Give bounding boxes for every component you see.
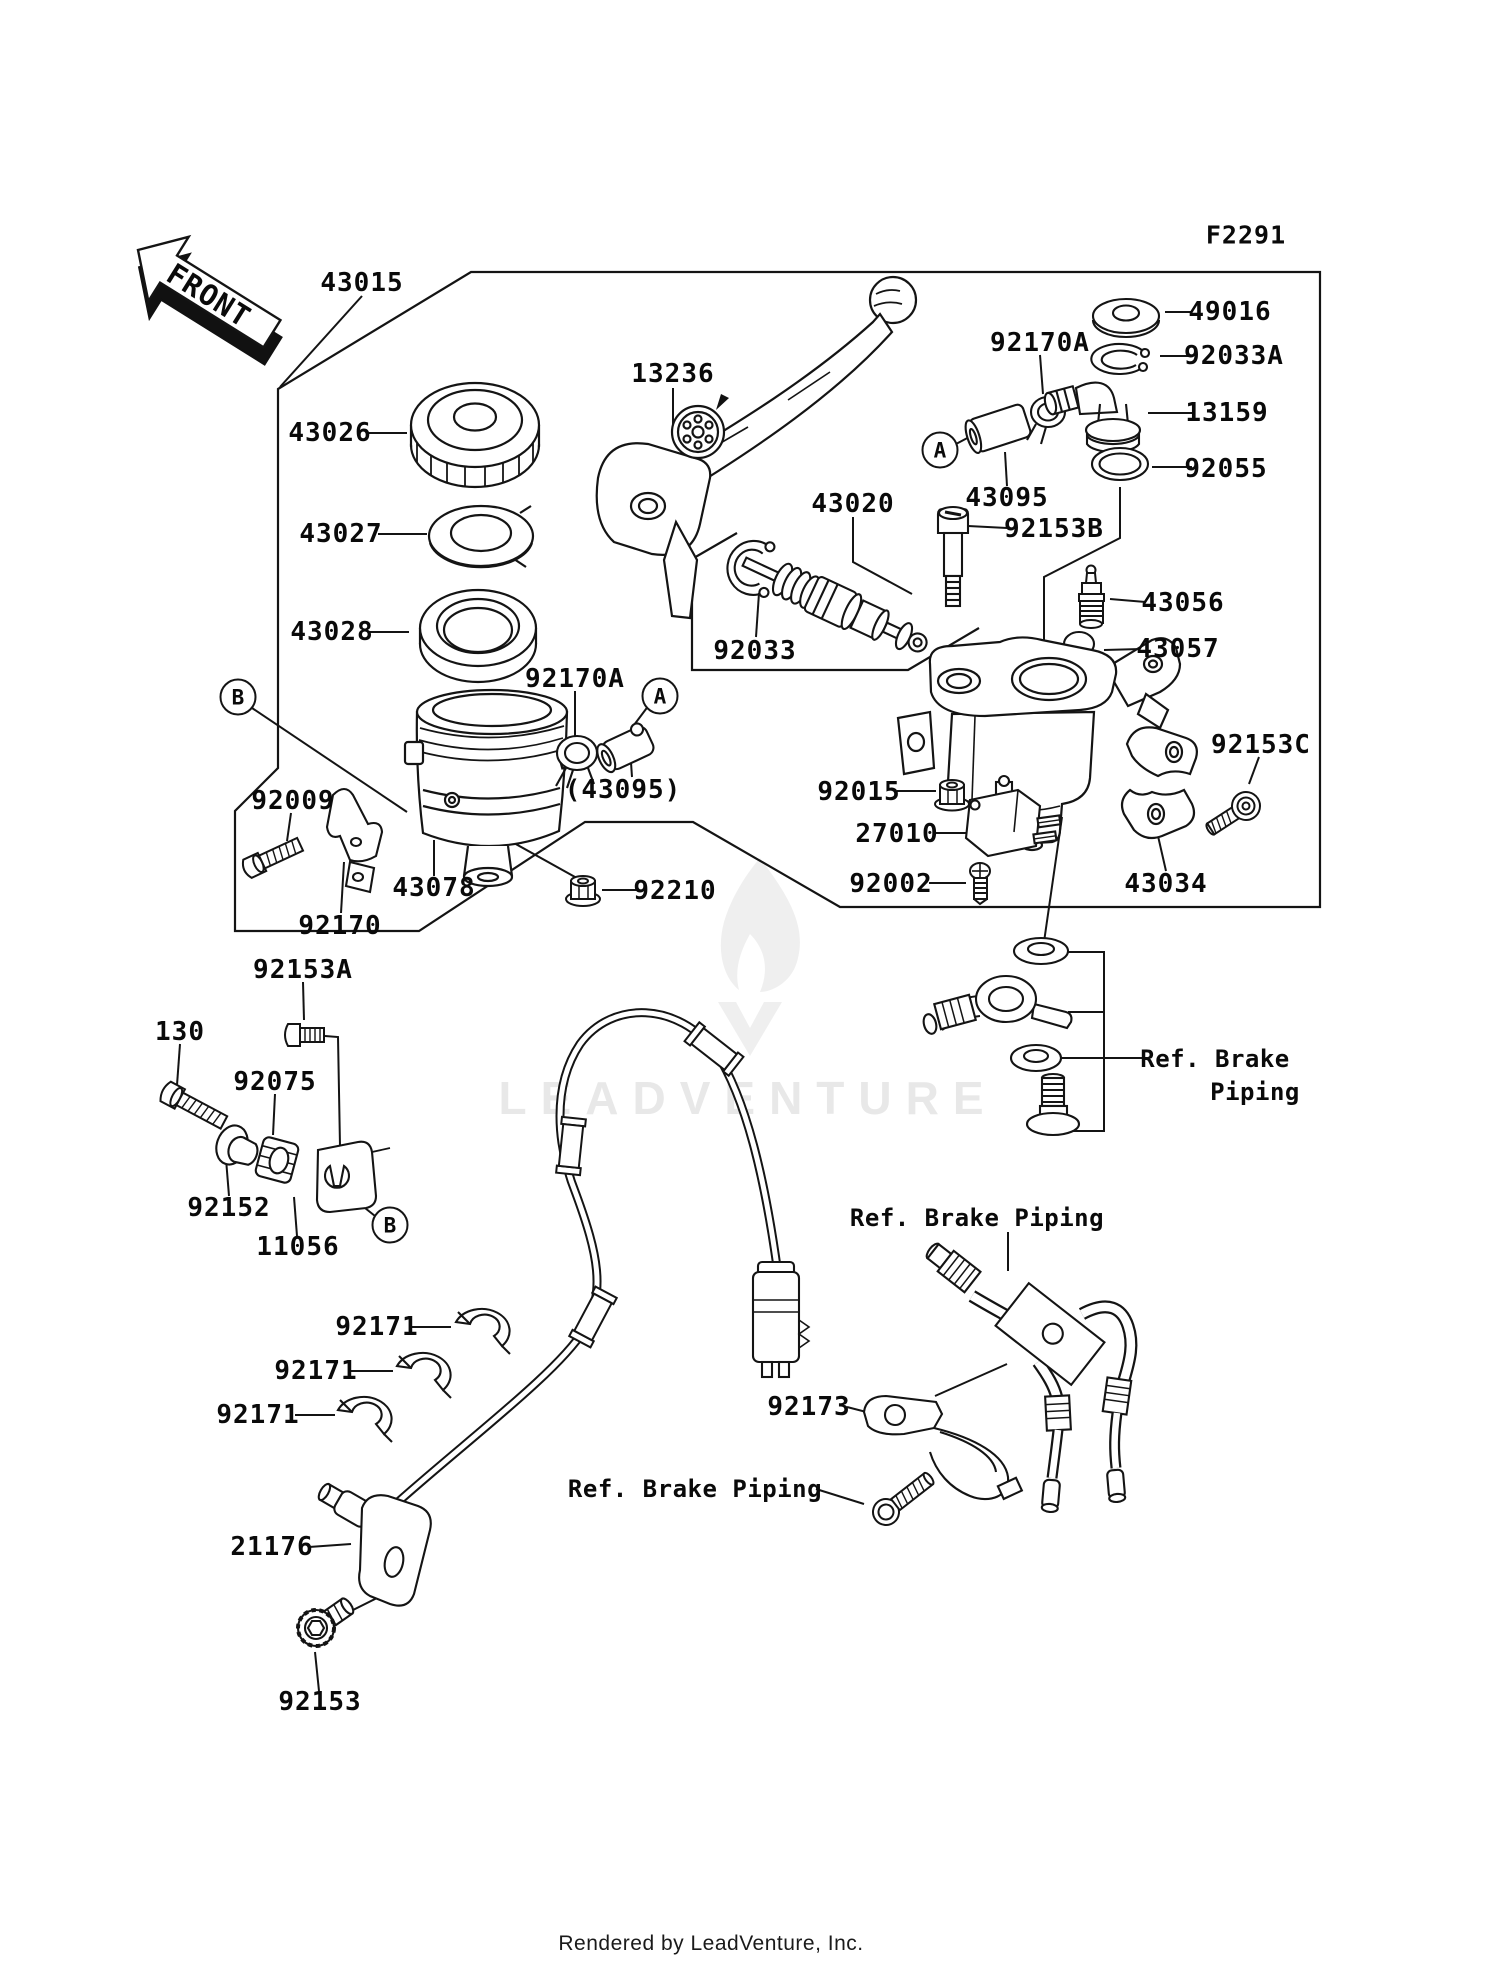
callout-43056[interactable]: 43056 [1141, 588, 1225, 618]
bracket-11056-drawing [315, 1140, 391, 1214]
callout-43095-paren[interactable]: (43095) [564, 775, 682, 805]
callout-49016[interactable]: 49016 [1188, 297, 1272, 327]
sensor-connector-drawing [751, 1260, 811, 1379]
callout-43027[interactable]: 43027 [299, 519, 383, 549]
callout-92153c[interactable]: 92153C [1211, 730, 1311, 760]
screw-92153a-drawing [284, 1023, 325, 1047]
circlip-92033a-drawing [1090, 342, 1151, 376]
figure-code: F2291 [1205, 220, 1287, 250]
callout-92153b[interactable]: 92153B [1004, 514, 1104, 544]
callout-43020[interactable]: 43020 [811, 489, 895, 519]
callout-92153a[interactable]: 92153A [253, 955, 353, 985]
washer-49016-drawing [1091, 297, 1161, 339]
bleeder-valve-43056-drawing [1078, 564, 1105, 629]
speed-sensor-cable-drawing [395, 1008, 783, 1506]
callout-92015[interactable]: 92015 [817, 777, 901, 807]
callout-21176[interactable]: 21176 [230, 1532, 314, 1562]
clamp-43034-drawing [1120, 726, 1198, 840]
piping-clamp-92173-drawing [862, 1394, 1024, 1501]
callout-92171-1[interactable]: 92171 [335, 1312, 419, 1342]
callout-43028[interactable]: 43028 [290, 617, 374, 647]
callout-92009[interactable]: 92009 [251, 786, 335, 816]
callout-43015[interactable]: 43015 [320, 268, 404, 298]
callout-92153[interactable]: 92153 [278, 1687, 362, 1717]
callout-43057[interactable]: 43057 [1136, 634, 1220, 664]
callout-92033[interactable]: 92033 [713, 636, 797, 666]
circlip-92033-drawing [726, 539, 776, 598]
callout-92171-3[interactable]: 92171 [216, 1400, 300, 1430]
view-ref-b-circle-top: B [219, 678, 257, 716]
callout-ref-brake-piping-line1[interactable]: Ref. Brake [1140, 1045, 1290, 1073]
bolt-130-drawing [159, 1080, 229, 1130]
cable-clamps-92171-drawing [336, 1307, 511, 1443]
callout-43034[interactable]: 43034 [1124, 869, 1208, 899]
callout-92002[interactable]: 92002 [849, 869, 933, 899]
callout-ref-brake-piping-line2[interactable]: Piping [1210, 1078, 1300, 1106]
callout-92210[interactable]: 92210 [633, 876, 717, 906]
switch-screw-92002-drawing [969, 862, 991, 906]
washer-92152-drawing [215, 1124, 259, 1166]
callout-27010[interactable]: 27010 [855, 819, 939, 849]
brake-piping-assembly-drawing [925, 1242, 1138, 1514]
callout-43078[interactable]: 43078 [392, 873, 476, 903]
callout-92170a-left[interactable]: 92170A [525, 664, 625, 694]
callout-leader-lines [176, 295, 1260, 1692]
reservoir-cap-drawing [409, 381, 541, 489]
callout-130[interactable]: 130 [155, 1017, 205, 1047]
callout-ref-brake-piping-mid[interactable]: Ref. Brake Piping [849, 1204, 1105, 1232]
callout-13159[interactable]: 13159 [1185, 398, 1269, 428]
callout-43095[interactable]: 43095 [965, 483, 1049, 513]
footer-credit: Rendered by LeadVenture, Inc. [558, 1932, 864, 1955]
brake-switch-27010-drawing [964, 774, 1062, 858]
brake-lever-drawing [595, 275, 918, 620]
speed-sensor-21176-drawing [317, 1482, 432, 1607]
callout-92075[interactable]: 92075 [233, 1067, 317, 1097]
callout-92170[interactable]: 92170 [298, 911, 382, 941]
front-arrow-icon: FRONT [136, 234, 283, 366]
pivot-bolt-92153b-drawing [936, 505, 970, 608]
diaphragm-plate-drawing [427, 504, 535, 569]
flange-nut-92210-drawing [565, 875, 601, 907]
banjo-fitting-group-drawing [922, 936, 1081, 1137]
callout-92152[interactable]: 92152 [187, 1193, 271, 1223]
oring-92055-drawing [1090, 446, 1150, 482]
reservoir-body-drawing [403, 688, 593, 888]
hose-43095-top-drawing [964, 403, 1032, 454]
callout-92033a[interactable]: 92033A [1184, 341, 1284, 371]
clamp-bolt-92153c-drawing [1205, 791, 1261, 836]
sensor-bolt-92153-drawing [296, 1597, 355, 1648]
callout-13236[interactable]: 13236 [631, 359, 715, 389]
callout-ref-brake-piping-bottom[interactable]: Ref. Brake Piping [567, 1475, 823, 1503]
clamp-bolt-lower-drawing [872, 1471, 935, 1526]
bracket-92170-drawing [325, 787, 384, 894]
view-ref-b-circle-bottom: B [371, 1206, 409, 1244]
diaphragm-cup-drawing [418, 588, 538, 684]
callout-92055[interactable]: 92055 [1184, 454, 1268, 484]
view-ref-a-circle-top: A [921, 431, 959, 469]
locknut-92015-drawing [934, 779, 970, 812]
callout-92173[interactable]: 92173 [767, 1392, 851, 1422]
view-ref-a-circle-mid: A [641, 677, 679, 715]
grommet-92075-drawing [254, 1136, 300, 1184]
callout-92170a-top[interactable]: 92170A [990, 328, 1090, 358]
callout-43026[interactable]: 43026 [288, 418, 372, 448]
callout-92171-2[interactable]: 92171 [274, 1356, 358, 1386]
bushing-43095-left-drawing [596, 722, 655, 774]
piston-kit-drawing [741, 556, 928, 653]
callout-11056[interactable]: 11056 [256, 1232, 340, 1262]
screw-92009-drawing [241, 836, 305, 879]
